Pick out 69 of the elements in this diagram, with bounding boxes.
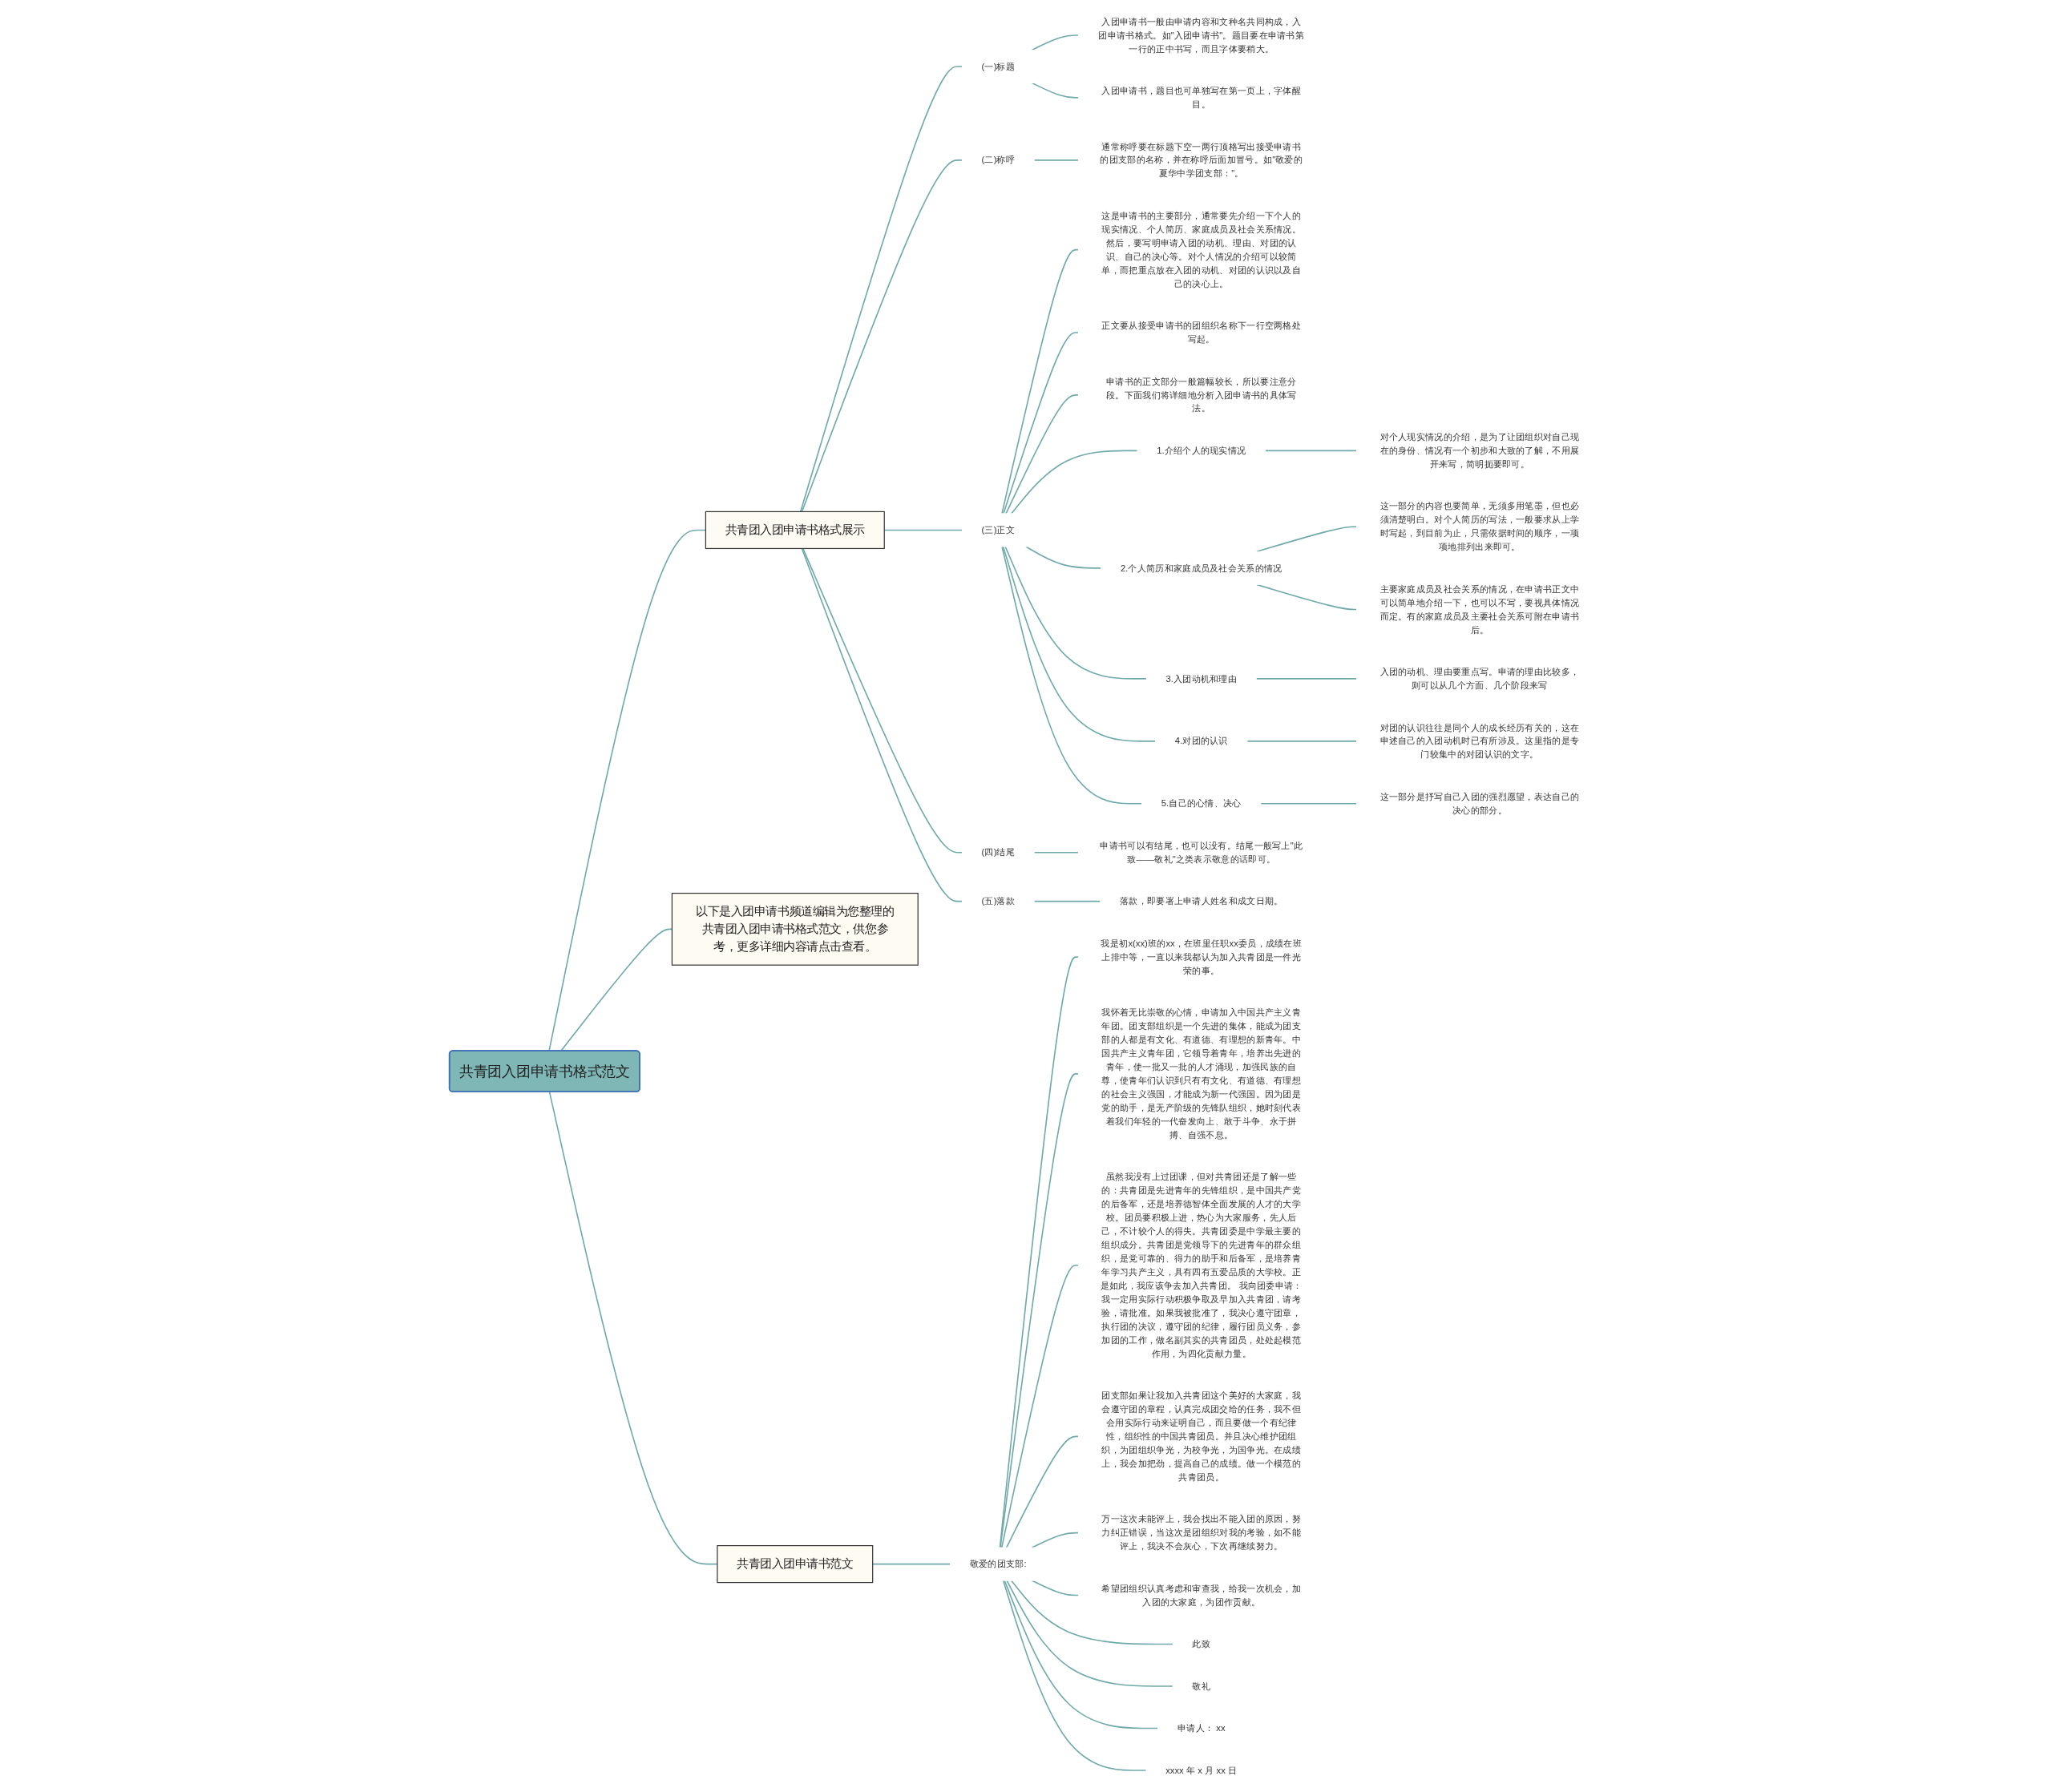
- connector: [1256, 526, 1358, 553]
- connector: [999, 956, 1080, 1548]
- node-text: 入团申请书一般由申请内容和文种名共同构成，入团申请书格式。如"入团申请书"。题目要在申请书第一行的正中书写，而且字体要稍大。: [1098, 16, 1305, 54]
- connector: [1255, 678, 1358, 680]
- connector: [1002, 1580, 1147, 1771]
- node-text: 3.入团动机和理由: [1165, 673, 1238, 684]
- node-text: 入团的动机、理由要重点写。申请的理由比较多，则可以从几个方面、几个阶段来写: [1379, 666, 1580, 691]
- connector: [1260, 802, 1358, 805]
- node-text: 这一部分的内容也要简单，无须多用笔墨，但也必须清楚明白。对个人简历的写法，一般要求从上学时写起，到目前为止，只需依据时间的顺序，一项项地排列出来即可。: [1379, 500, 1580, 552]
- connector: [1004, 1580, 1159, 1729]
- node-text: 申请人： xx: [1177, 1722, 1226, 1733]
- connector: [1004, 546, 1148, 680]
- node-text: 对个人现实情况的介绍，是为了让团组织对自己现在的身份、情况有一个初步和大致的了解，不用展开来写，简明扼要即可。: [1379, 431, 1580, 470]
- node-text: 5.自己的心情、决心: [1161, 797, 1242, 809]
- connector: [1001, 248, 1080, 515]
- node-text: 申请书的正文部分一般篇幅较长，所以要注意分段。下面我们将详细地分析入团申请书的具体写法。: [1106, 376, 1297, 414]
- connector: [1000, 1265, 1080, 1548]
- node-box: 共青团入团申请书格式展示: [705, 511, 885, 550]
- connector: [1033, 900, 1101, 902]
- connector: [1005, 1435, 1080, 1548]
- connector: [1001, 546, 1143, 805]
- node-text: 2.个人简历和家庭成员及社会关系的情况: [1120, 563, 1282, 573]
- node-box: 共青团入团申请书范文: [717, 1545, 874, 1584]
- connector: [1031, 1580, 1080, 1596]
- node-text: 这是申请书的主要部分，通常要先介绍一下个人的现实情况、个人简历、家庭成员及社会关系情况。然后，要写明申请入团的动机、理由、对团的认识、自己的决心等。对个人情况的介绍可以较简单，而把重点放在入团的动机、对团的认识以及自己的决心上。: [1101, 210, 1302, 289]
- node-text: 团支部如果让我加入共青团这个美好的大家庭，我会遵守团的章程，认真完成团交给的任务，我不但会用实际行动来证明自己，而且要做一个有纪律性，组织性的中国共青团员。并且决心维护团组织，为团组织争光，为校争光，为国争光。在成绩上，我会加把劲，提高自己的成绩。做一个模范的共青团员。: [1101, 1390, 1302, 1483]
- connector: [1264, 450, 1358, 452]
- node-text: 敬礼: [1192, 1681, 1211, 1692]
- node-text: (二)称呼: [981, 154, 1015, 165]
- connector: [1003, 332, 1080, 515]
- node-text: 虽然我没有上过团课，但对共青团还是了解一些的：共青团是先进青年的先锋组织，是中国共产党的后备军，还是培养德智体全面发展的人才的大学校。团员要积极上进，热心为大家服务，先人后己，不计较个人的得失。共青团委是中学最主要的组织成分。共青团是党领导下的先进青年的群众组织，是党可靠的、得力的助手和后备军，是培养青年学习共产主义，具有四有五爱品质的大学校。正是如此，我应该争去加入共青团。 我向团委申请：我一定用实际行动积极争取及早加入共青团，请考验，请批准。如果我被批准了，我决心遵守团章，执行团的决议，遵守团的纪律，履行团员义务，参加团的工作，做名副其实的共青团员，处处起模范作用，为四化贡献力量。: [1100, 1171, 1303, 1359]
- node-box: 以下是入团申请书频道编辑为您整理的共青团入团申请书格式范文，供您参考，更多详细内容请点击查看。: [671, 892, 919, 966]
- node-text: (一)标题: [981, 61, 1015, 72]
- connector: [1025, 546, 1102, 569]
- connector: [1033, 159, 1080, 161]
- node-text: 我怀着无比崇敬的心情，申请加入中国共产主义青年团。团支部组织是一个先进的集体，能成为团支部的人都是有文化、有道德、有理想的新青年。中国共产主义青年团，它领导着青年，培养出先进的青年，使一批又一批的人才涌现，加强民族的自尊，使青年们认识到只有有文化、有道德、有理想的社会主义强国，才能成为新一代强国。因为团是党的助手，是无产阶级的先锋队组织，她时刻代表着我们年轻的一代奋发向上、敢于斗争、永于拼搏、自强不息。: [1101, 1007, 1302, 1140]
- connector: [1010, 1580, 1174, 1645]
- connector: [1005, 394, 1080, 515]
- node-text: (三)正文: [981, 524, 1015, 535]
- node-text: 入团申请书，题目也可单独写在第一页上，字体醒目。: [1101, 85, 1302, 110]
- connector: [801, 159, 963, 513]
- node-text: xxxx 年 x 月 xx 日: [1165, 1765, 1238, 1776]
- node-text: 4.对团的认识: [1174, 735, 1228, 746]
- connector: [1006, 1580, 1174, 1687]
- node-text: 通常称呼要在标题下空一两行顶格写出接受申请书的团支部的名称，并在称呼后面加冒号。如"敬爱的夏华中学团支部："。: [1100, 141, 1303, 179]
- connector: [1011, 450, 1138, 515]
- node-text: (五)落款: [981, 895, 1015, 906]
- node-text: 落款，即要署上申请人姓名和成文日期。: [1120, 895, 1283, 906]
- connector: [1000, 1073, 1080, 1548]
- connector: [799, 66, 963, 513]
- connector: [1031, 82, 1080, 99]
- connector: [1031, 34, 1080, 51]
- node-text: 对团的认识往往是同个人的成长经历有关的，这在申述自己的入团动机时已有所涉及。这里指的是专门较集中的对团认识的文字。: [1379, 722, 1580, 760]
- node-text: 此致: [1192, 1638, 1211, 1649]
- connector: [1246, 741, 1358, 742]
- node-text: 万一这次未能评上，我会找出不能入团的原因，努力纠正错误，当这次是团组织对我的考验，如不能评上，我决不会灰心，下次再继续努力。: [1101, 1513, 1302, 1552]
- node-text: (四)结尾: [981, 846, 1015, 858]
- connector: [1256, 583, 1358, 611]
- node-text: 希望团组织认真考虑和审查我，给我一次机会，加入团的大家庭，为团作贡献。: [1101, 1583, 1302, 1608]
- connector: [1002, 546, 1157, 742]
- node-text: 我是初x(xx)班的xx，在班里任职xx委员，成绩在班上排中等，一直以来我都认为加入共青团是一件光荣的事。: [1101, 938, 1303, 976]
- node-text: 申请书可以有结尾，也可以没有。结尾一般写上"此致——敬礼"之类表示敬意的话即可。: [1100, 840, 1303, 865]
- connector: [1033, 851, 1080, 854]
- node-text: 1.介绍个人的现实情况: [1157, 445, 1246, 456]
- node-text: 主要家庭成员及社会关系的情况，在申请书正文中可以简单地介绍一下，也可以不写，要视具体情况而定。有的家庭成员及主要社会关系可附在申请书后。: [1379, 583, 1580, 636]
- node-text: 正文要从接受申请书的团组织名称下一行空两格处写起。: [1101, 320, 1302, 345]
- node-text: 这一部分是抒写自己入团的强烈愿望，表达自己的决心的部分。: [1379, 791, 1580, 816]
- connector: [1031, 1532, 1080, 1548]
- node-text: 敬爱的团支部:: [969, 1558, 1027, 1569]
